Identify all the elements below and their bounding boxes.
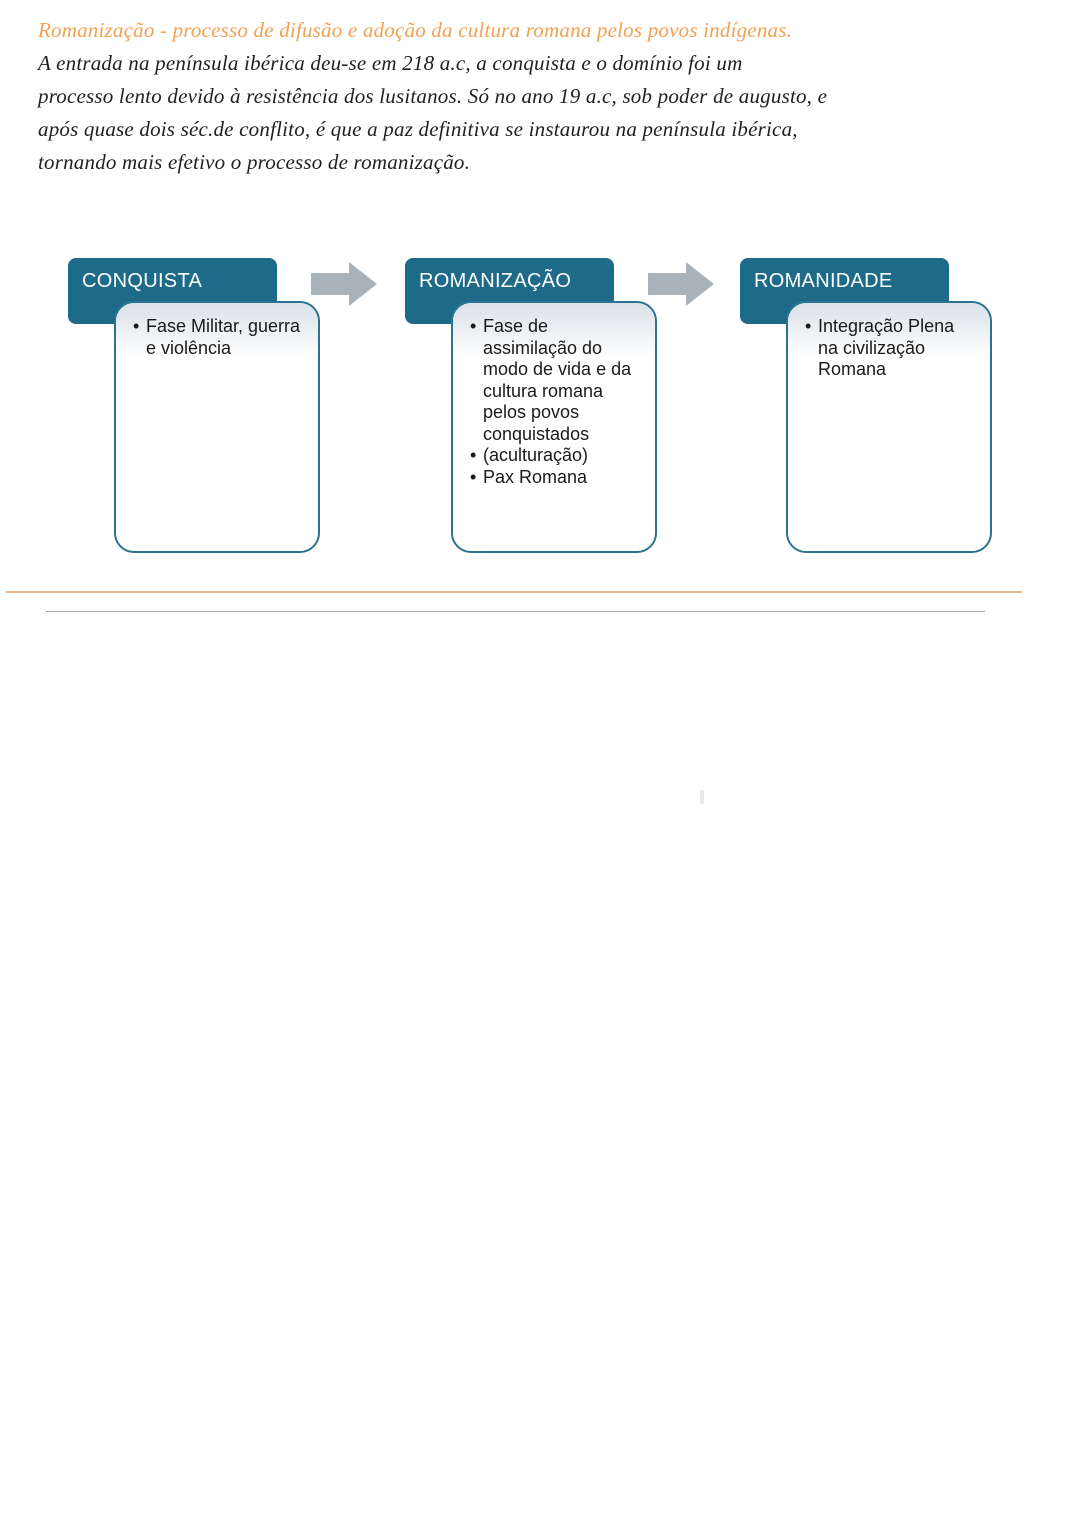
intro-line: após quase dois séc.de conflito, é que a… <box>38 117 798 141</box>
intro-line: processo lento devido à resistência dos … <box>38 84 828 108</box>
diagram-step-romanizacao: ROMANIZAÇÃO • Fase de assimilação do mod… <box>405 258 665 558</box>
bullet-text: Integração Plena na civilização Romana <box>818 316 955 379</box>
bullet-marker-icon: • <box>805 316 812 336</box>
stray-mark <box>700 790 704 804</box>
flow-arrow-icon <box>648 261 715 307</box>
step-body-romanizacao: • Fase de assimilação do modo de vida e … <box>451 301 657 553</box>
bullet-item: • Fase Militar, guerra e violência <box>133 316 310 359</box>
separator-orange <box>6 591 1022 593</box>
bullet-text: Fase de assimilação do modo de vida e da… <box>483 316 632 444</box>
bullet-item: • Integração Plena na civilização Romana <box>805 316 982 381</box>
page-title: Romanização - processo de difusão e adoç… <box>38 18 793 42</box>
bullet-marker-icon: • <box>470 445 477 465</box>
bullet-text: Fase Militar, guerra e violência <box>146 316 301 358</box>
intro-body: A entrada na península ibérica deu-se em… <box>38 47 1043 179</box>
bullet-marker-icon: • <box>470 466 477 487</box>
bullet-item: • Pax Romana <box>470 467 647 489</box>
intro-line: A entrada na península ibérica deu-se em… <box>38 51 743 75</box>
step-body-conquista: • Fase Militar, guerra e violência <box>114 301 320 553</box>
bullet-text: (aculturação) <box>483 445 589 465</box>
bullet-list: • Fase de assimilação do modo de vida e … <box>453 303 655 488</box>
bullet-marker-icon: • <box>470 316 477 336</box>
bullet-marker-icon: • <box>133 316 140 336</box>
bullet-list: • Integração Plena na civilização Romana <box>788 303 990 381</box>
diagram-step-romanidade: ROMANIDADE • Integração Plena na civiliz… <box>740 258 1000 558</box>
intro-paragraph: Romanização - processo de difusão e adoç… <box>38 14 1043 179</box>
bullet-list: • Fase Militar, guerra e violência <box>116 303 318 359</box>
bullet-text: Pax Romana <box>483 466 588 487</box>
bullet-item: • Fase de assimilação do modo de vida e … <box>470 316 647 445</box>
diagram-step-conquista: CONQUISTA • Fase Militar, guerra e violê… <box>68 258 328 558</box>
separator-gray <box>46 611 985 612</box>
flow-arrow-icon <box>311 261 378 307</box>
bullet-item: • (aculturação) <box>470 445 647 467</box>
intro-line: tornando mais efetivo o processo de roma… <box>38 150 471 174</box>
step-body-romanidade: • Integração Plena na civilização Romana <box>786 301 992 553</box>
